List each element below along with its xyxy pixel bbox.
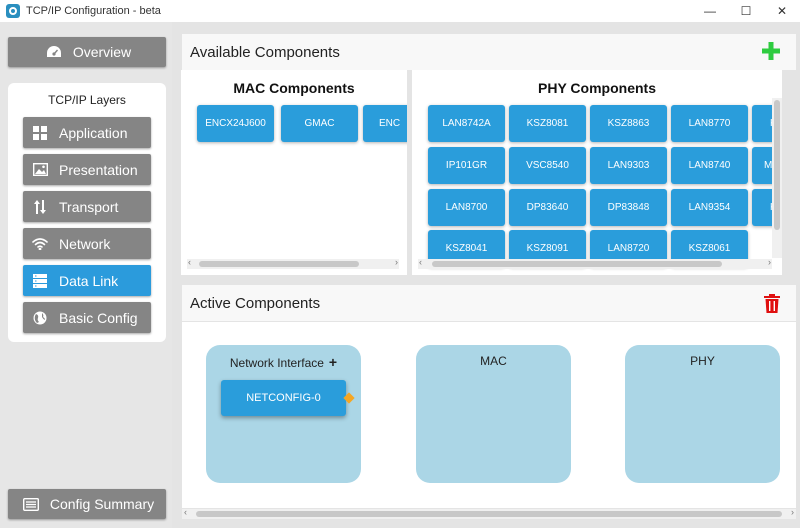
mac-bin-title: MAC	[480, 354, 507, 368]
netconfig-component[interactable]: NETCONFIG-0	[221, 380, 355, 416]
sidebar-item-basic-config[interactable]: Basic Config	[23, 302, 151, 333]
mac-components-title: MAC Components	[233, 80, 355, 96]
phy-component-lan9354[interactable]: LAN9354	[671, 189, 748, 226]
active-components-title: Active Components	[190, 294, 321, 312]
wifi-icon	[29, 237, 51, 250]
phy-component-lan8770[interactable]: LAN8770	[671, 105, 748, 142]
scroll-left-icon[interactable]: ‹	[419, 257, 422, 267]
sidebar-item-network[interactable]: Network	[23, 228, 151, 259]
phy-components-title: PHY Components	[538, 80, 656, 96]
phy-component-vsc8540[interactable]: VSC8540	[509, 147, 586, 184]
active-horizontal-scrollbar[interactable]: ‹ ›	[182, 507, 796, 519]
config-summary-label: Config Summary	[49, 496, 155, 512]
overview-label: Overview	[72, 44, 132, 60]
scrollbar-thumb[interactable]	[199, 261, 359, 267]
network-interface-bin[interactable]: Network Interface + NETCONFIG-0	[206, 345, 361, 483]
overview-button[interactable]: Overview	[8, 37, 166, 67]
phy-component-dp83640[interactable]: DP83640	[509, 189, 586, 226]
phy-component-lan8742a[interactable]: LAN8742A	[428, 105, 505, 142]
phy-component-lan8700[interactable]: LAN8700	[428, 189, 505, 226]
sidebar-item-label: Basic Config	[59, 309, 138, 326]
active-components-header: Active Components	[182, 285, 796, 321]
sidebar-item-label: Presentation	[59, 161, 138, 178]
scrollbar-thumb[interactable]	[196, 511, 782, 517]
scroll-right-icon[interactable]: ›	[395, 257, 398, 267]
phy-components-panel: PHY Components LAN8742A KSZ8081 KSZ8863 …	[412, 70, 782, 275]
active-components-area: Network Interface + NETCONFIG-0 MAC PHY	[182, 322, 796, 508]
phy-bin[interactable]: PHY	[625, 345, 780, 483]
sidebar-item-label: Network	[59, 235, 111, 252]
mac-horizontal-scrollbar[interactable]: ‹ ›	[187, 257, 399, 269]
scrollbar-thumb[interactable]	[774, 100, 780, 230]
mac-bin[interactable]: MAC	[416, 345, 571, 483]
app-logo-icon	[6, 4, 20, 18]
main-area: Available Components MAC Components ENCX…	[172, 22, 800, 528]
sidebar-item-transport[interactable]: Transport	[23, 191, 151, 222]
mac-component-encx24j600[interactable]: ENCX24J600	[197, 105, 274, 142]
server-icon	[29, 273, 51, 288]
network-interface-bin-title: Network Interface +	[206, 354, 361, 370]
mac-component-gmac[interactable]: GMAC	[281, 105, 358, 142]
scroll-right-icon[interactable]: ›	[768, 257, 771, 267]
phy-vertical-scrollbar[interactable]	[772, 98, 782, 258]
phy-component-lan8740[interactable]: LAN8740	[671, 147, 748, 184]
sidebar-item-label: Transport	[59, 198, 119, 215]
trash-icon[interactable]	[764, 294, 780, 313]
phy-horizontal-scrollbar[interactable]: ‹ ›	[418, 257, 772, 269]
available-components-title: Available Components	[190, 43, 340, 61]
scrollbar-thumb[interactable]	[432, 261, 722, 267]
connector-diamond-icon[interactable]	[343, 392, 355, 404]
sidebar-item-label: Application	[59, 124, 128, 141]
phy-component-ksz8863[interactable]: KSZ8863	[590, 105, 667, 142]
add-network-interface-icon[interactable]: +	[328, 354, 338, 370]
config-summary-button[interactable]: Config Summary	[8, 489, 166, 519]
phy-component-ksz8081[interactable]: KSZ8081	[509, 105, 586, 142]
arrows-updown-icon	[29, 199, 51, 214]
sidebar-item-data-link[interactable]: Data Link	[23, 265, 151, 296]
scroll-left-icon[interactable]: ‹	[184, 507, 187, 517]
close-button[interactable]: ✕	[776, 4, 788, 18]
dashboard-icon	[43, 45, 65, 59]
scroll-left-icon[interactable]: ‹	[188, 257, 191, 267]
globe-icon	[29, 311, 51, 325]
phy-component-dp83848[interactable]: DP83848	[590, 189, 667, 226]
sidebar-item-application[interactable]: Application	[23, 117, 151, 148]
title-bar: TCP/IP Configuration - beta — ☐ ✕	[0, 0, 800, 22]
component-label: NETCONFIG-0	[246, 392, 321, 404]
scroll-right-icon[interactable]: ›	[791, 507, 794, 517]
maximize-button[interactable]: ☐	[740, 4, 752, 18]
mac-component-enc[interactable]: ENC	[363, 105, 407, 142]
document-list-icon	[20, 497, 42, 511]
sidebar-item-presentation[interactable]: Presentation	[23, 154, 151, 185]
layers-title: TCP/IP Layers	[48, 93, 126, 107]
minimize-button[interactable]: —	[704, 4, 716, 18]
available-components-header: Available Components	[182, 34, 796, 70]
bin-title-label: Network Interface	[229, 356, 324, 370]
mac-components-panel: MAC Components ENCX24J600 GMAC ENC ‹ ›	[181, 70, 407, 275]
phy-bin-title: PHY	[690, 354, 715, 368]
sidebar-item-label: Data Link	[59, 272, 119, 289]
phy-component-lan9303[interactable]: LAN9303	[590, 147, 667, 184]
layers-panel: TCP/IP Layers Application Presentation T…	[8, 83, 166, 342]
grid-icon	[29, 125, 51, 140]
add-icon[interactable]	[762, 42, 780, 60]
window-title: TCP/IP Configuration - beta	[26, 5, 161, 17]
sidebar: Overview TCP/IP Layers Application Prese…	[0, 22, 172, 528]
image-icon	[29, 163, 51, 176]
phy-component-ip101gr[interactable]: IP101GR	[428, 147, 505, 184]
